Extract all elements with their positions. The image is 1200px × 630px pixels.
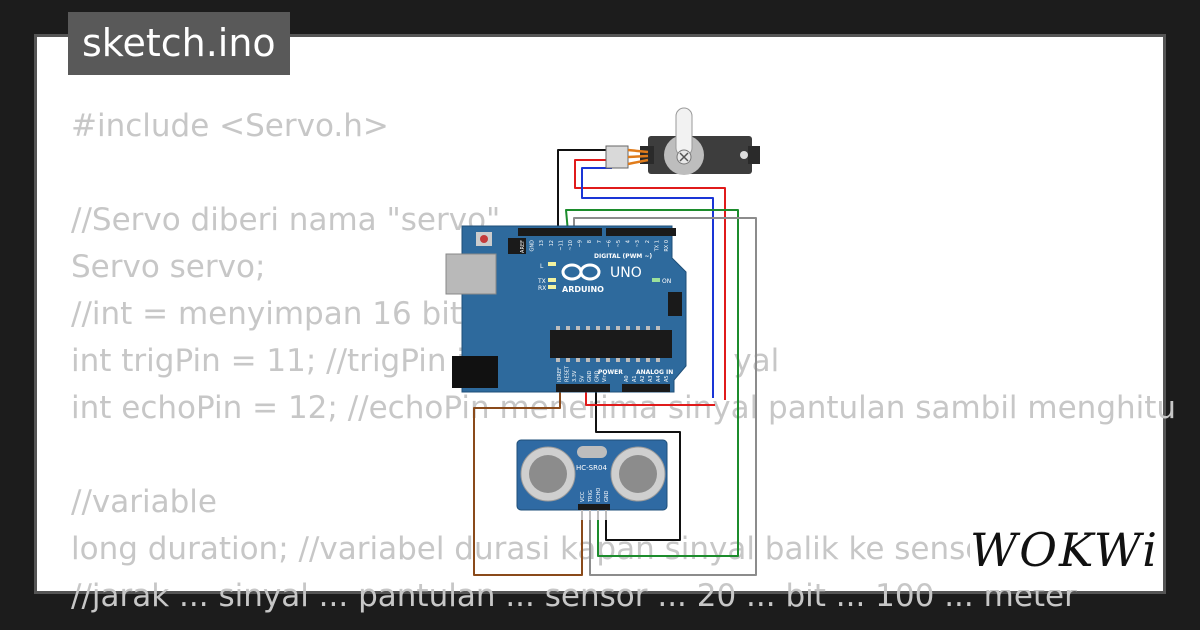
code-line: Servo servo; (71, 249, 266, 285)
l-led-label: L (540, 263, 544, 270)
code-line: int echoPin = 12; //echoPin menerima sin… (71, 390, 1177, 426)
code-line: #include <Servo.h> (71, 108, 389, 144)
pin-label: RESET (565, 365, 571, 382)
servo-screw (740, 151, 748, 159)
servo-shaft-x (679, 152, 689, 162)
pin-label: A1 (632, 375, 638, 382)
pin-label: A5 (664, 375, 670, 382)
pin-label: GND (530, 240, 536, 252)
chip-pins (556, 326, 660, 362)
pin-label: GND (595, 370, 601, 382)
pin-label: 5V (580, 375, 586, 382)
pin-label: A4 (656, 375, 662, 382)
on-led-label: ON (662, 278, 671, 285)
pin-label: A2 (640, 375, 646, 382)
pin-label: TX 1 (654, 240, 660, 252)
tx-led-label: TX (537, 278, 546, 285)
pin-label: 3.3V (572, 370, 578, 382)
pin-label: ~5 (616, 240, 622, 247)
pin-label: GND (604, 490, 610, 502)
sensor-pins (581, 510, 607, 520)
pin-label: 7 (597, 240, 603, 243)
board-model: UNO (610, 265, 642, 281)
rx-led-label: RX (538, 285, 546, 292)
pin-label: AREF (520, 240, 526, 253)
pin-label: VCC (580, 491, 586, 502)
code-line: //int = menyimpan 16 bit i (71, 296, 481, 332)
sensor-mesh-left (529, 455, 567, 493)
on-led (652, 278, 660, 282)
code-line: //variable (71, 484, 217, 520)
wire-black (557, 149, 610, 232)
servo-connector (605, 145, 629, 169)
icsp-header-2 (668, 292, 682, 316)
sensor-pin-header (578, 504, 610, 510)
servo-cable (627, 148, 649, 166)
pin-label: ~9 (578, 240, 584, 247)
atmega-chip (550, 330, 672, 358)
pin-label: GND (587, 370, 593, 382)
arduino-logo-icon (561, 263, 601, 281)
servo-tab-right (748, 146, 760, 164)
wire-black-gnd (595, 392, 681, 541)
pin-label: 12 (549, 240, 555, 246)
code-line: //jarak ... sinyal ... pantulan ... sens… (71, 578, 1077, 614)
board-brand: ARDUINO (562, 285, 604, 294)
servo-motor[interactable] (605, 107, 760, 175)
wire-red (574, 159, 726, 400)
file-title: sketch.ino (68, 12, 290, 75)
pin-label: 4 (626, 240, 632, 243)
digital-header-left (518, 228, 602, 236)
pin-label: A3 (648, 375, 654, 382)
wire-blue (581, 167, 714, 398)
analog-header (622, 384, 670, 392)
icsp-header-1 (508, 238, 526, 254)
rx-led (548, 285, 556, 289)
pin-label: ~10 (568, 240, 574, 251)
digital-header-right (606, 228, 676, 236)
wire-gray (573, 217, 757, 576)
pin-label: TRIG (588, 490, 594, 503)
pin-label: ~3 (635, 240, 641, 247)
sensor-mesh-right (619, 455, 657, 493)
pin-label: ~6 (606, 240, 612, 247)
servo-horn[interactable] (675, 107, 693, 157)
sensor-label: HC-SR04 (576, 464, 607, 472)
pin-label: 8 (587, 240, 593, 243)
l-led (548, 262, 556, 266)
pin-label: ECHO (596, 488, 602, 502)
digital-header-label: DIGITAL (PWM ~) (594, 253, 652, 260)
power-header (556, 384, 610, 392)
pin-label: RX 0 (664, 240, 670, 252)
pin-label: IOREF (557, 367, 563, 382)
pin-label: ~11 (558, 240, 564, 251)
reset-button-cap (480, 235, 488, 243)
power-jack (452, 356, 498, 388)
code-line: //Servo diberi nama "servo" (71, 202, 501, 238)
pin-label: 2 (645, 240, 651, 243)
analog-header-label: ANALOG IN (636, 369, 673, 376)
wokwi-logo: WOKWi (970, 520, 1157, 590)
wire-brown (473, 392, 583, 576)
wire-red-5v (585, 392, 715, 406)
usb-port (445, 253, 497, 295)
pin-label: Vin (602, 374, 608, 382)
pin-label: 13 (539, 240, 545, 246)
wire-green (565, 209, 739, 557)
pin-label: A0 (624, 375, 630, 382)
sensor-crystal (577, 446, 607, 458)
tx-led (548, 278, 556, 282)
arduino-uno-board[interactable]: UNO ARDUINO DIGITAL (PWM ~) POWER ANALOG… (445, 225, 687, 393)
power-header-label: POWER (598, 369, 623, 376)
